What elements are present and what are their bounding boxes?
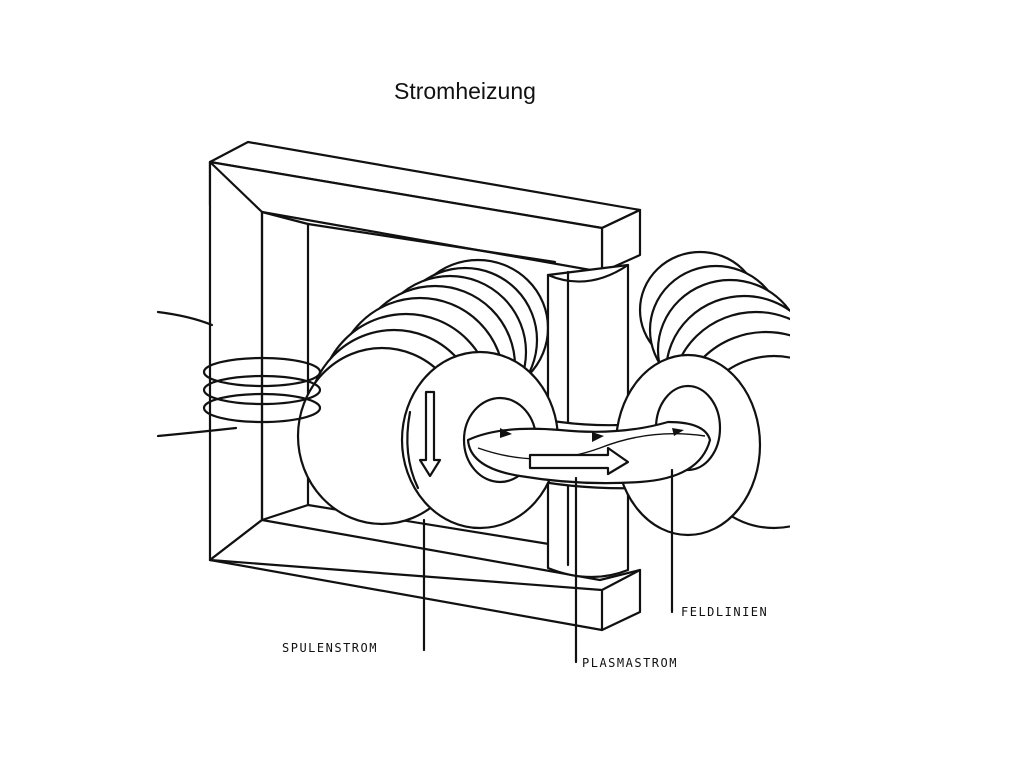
plasma-through-coils	[466, 420, 712, 485]
label-field-lines: FELDLINIEN	[681, 605, 768, 619]
primary-winding	[156, 310, 322, 438]
field-line-arrows	[500, 428, 684, 442]
slide-title: Stromheizung	[394, 78, 536, 104]
tokamak-diagram: SPULENSTROM PLASMASTROM FELDLINIEN	[156, 140, 790, 670]
label-coil-current: SPULENSTROM	[282, 641, 378, 655]
coil-current-arrow	[418, 390, 442, 478]
plasma-current-arrow	[528, 446, 630, 476]
leader-lines	[422, 468, 674, 664]
central-column	[546, 263, 630, 579]
label-plasma-current: PLASMASTROM	[582, 656, 678, 670]
